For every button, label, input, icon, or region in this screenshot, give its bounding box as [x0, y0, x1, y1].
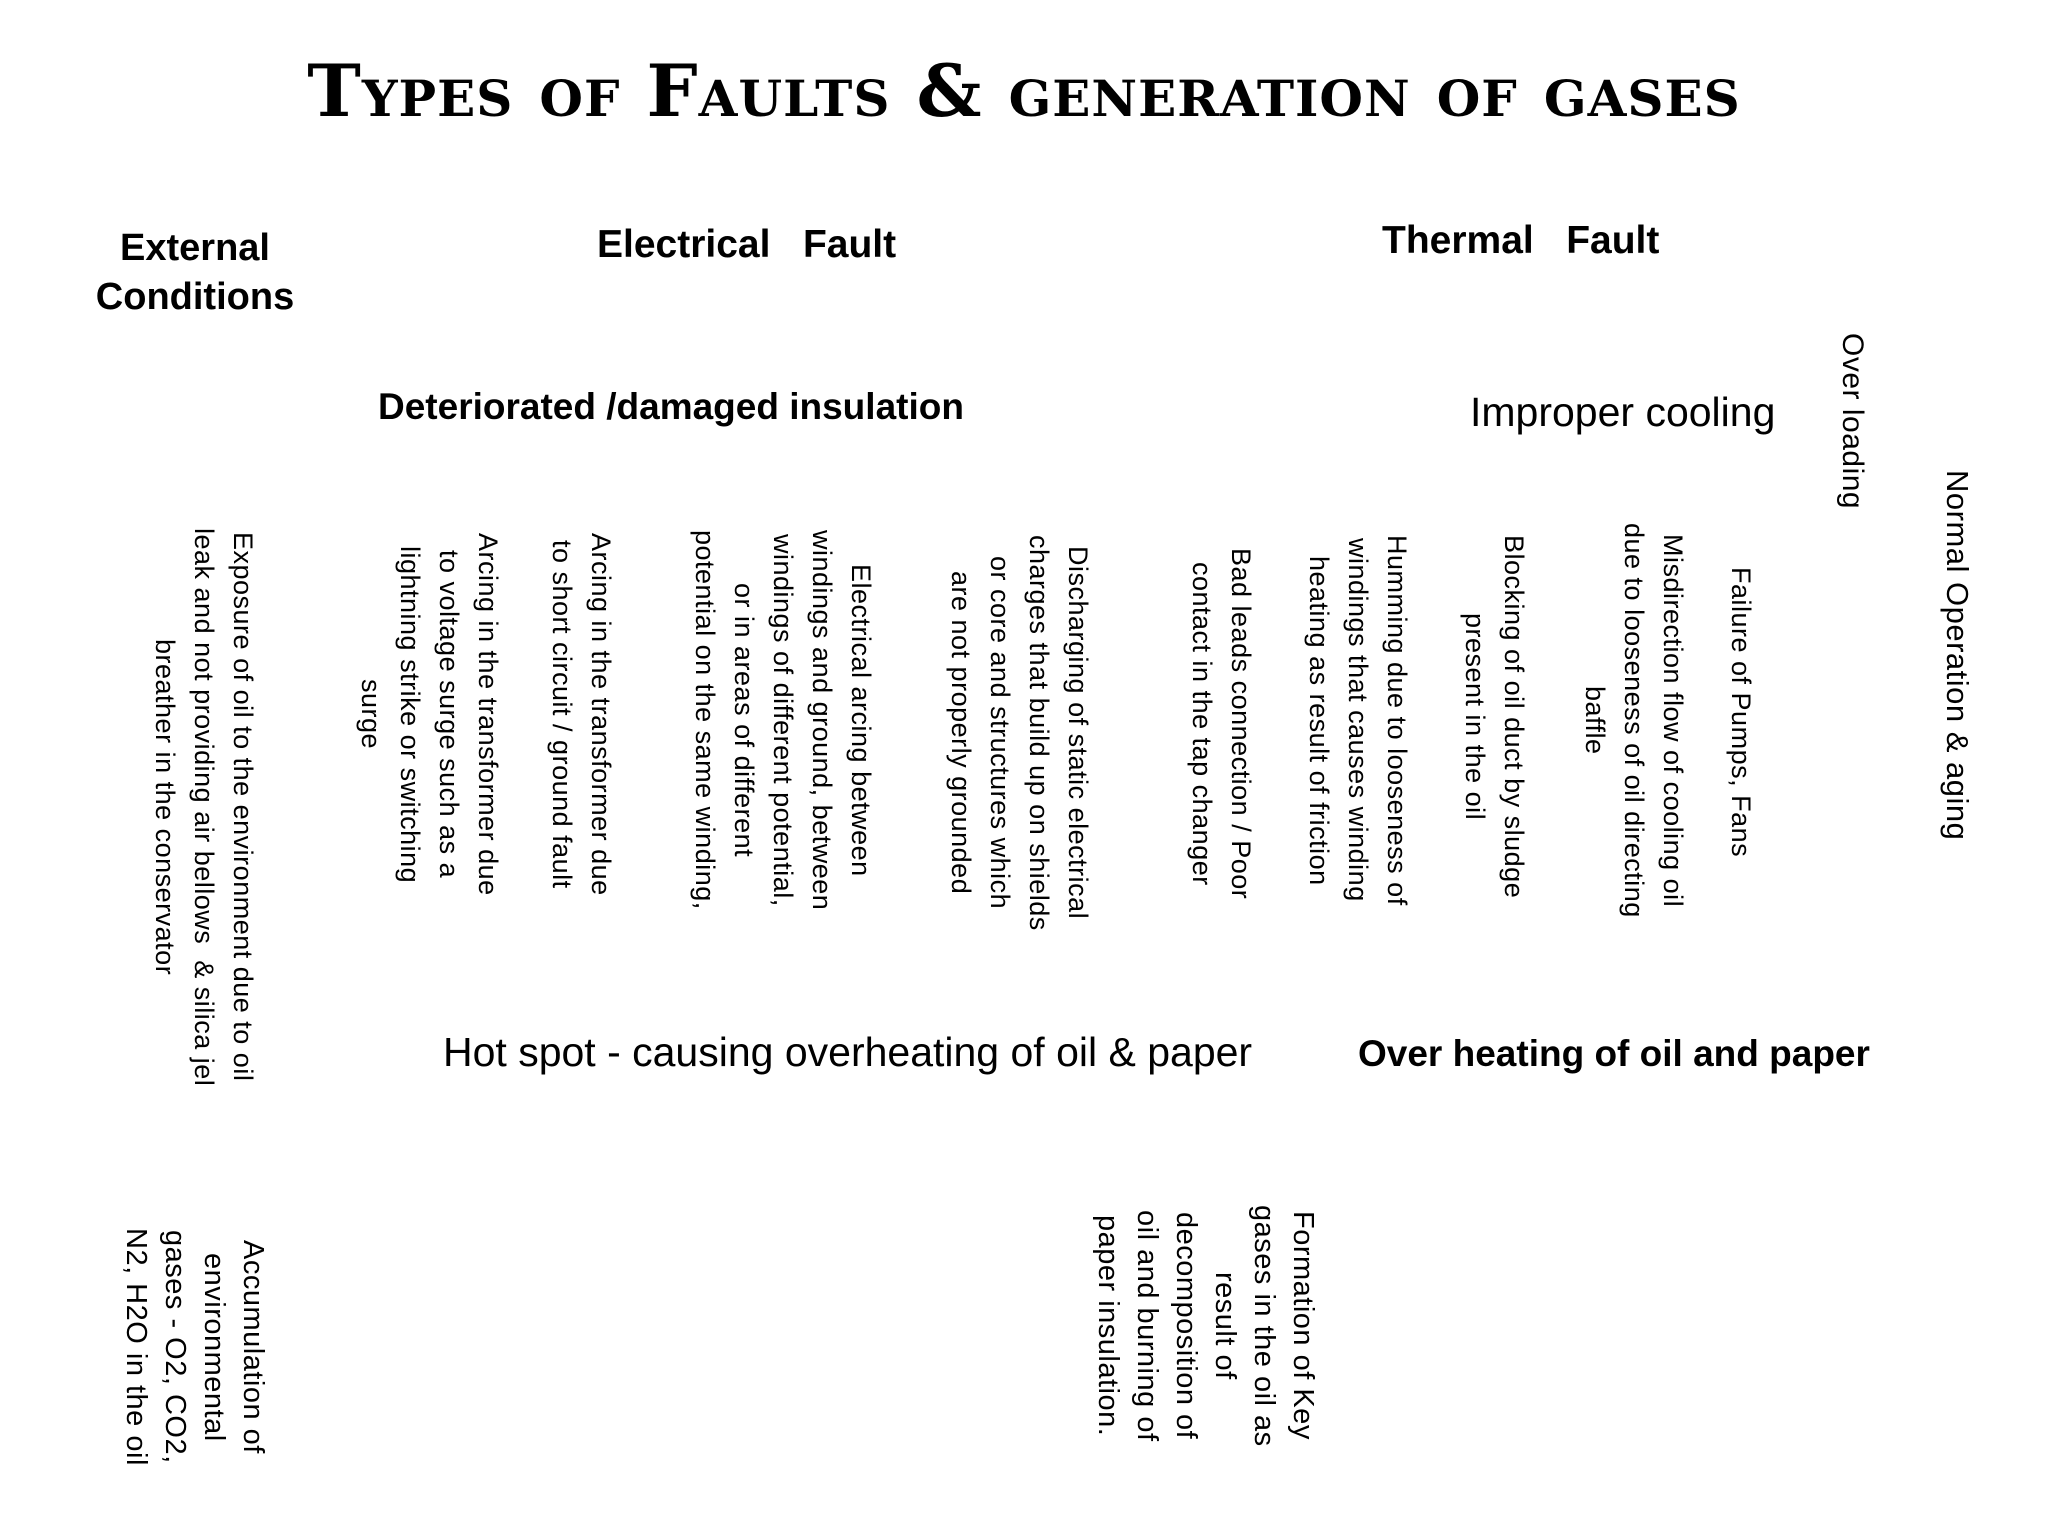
external-conditions-header: External Conditions — [95, 227, 295, 319]
cause-arcing-short-circuit: Arcing in the transformer due to short c… — [547, 533, 616, 896]
cause-normal-operation-aging: Normal Operation & aging — [1940, 470, 1975, 841]
cause-failure-pumps-fans: Failure of Pumps, Fans — [1726, 567, 1756, 858]
cause-electrical-arcing: Electrical arcing between windings and g… — [690, 530, 876, 911]
cause-exposure-of-oil: Exposure of oil to the environment due t… — [150, 528, 258, 1087]
over-heating-label: Over heating of oil and paper — [1358, 1033, 1870, 1074]
cause-blocking-oil-duct: Blocking of oil duct by sludge present i… — [1460, 535, 1529, 899]
cause-humming-looseness: Humming due to looseness of windings tha… — [1304, 535, 1412, 906]
cause-misdirection-flow: Misdirection flow of cooling oil due to … — [1580, 523, 1688, 918]
cause-discharging-static: Discharging of static electrical charges… — [946, 535, 1093, 931]
cause-bad-leads-connection: Bad leads connection / Poor contact in t… — [1187, 548, 1256, 900]
improper-cooling-subheader: Improper cooling — [1470, 389, 1776, 435]
outcome-accumulation-environmental-gases: Accumulation of environmental gases - O2… — [120, 1228, 269, 1466]
slide-title: Types of Faults & generation of gases — [307, 48, 1741, 133]
hot-spot-label: Hot spot - causing overheating of oil & … — [443, 1029, 1253, 1075]
cause-arcing-voltage-surge: Arcing in the transformer due to voltage… — [356, 533, 503, 896]
electrical-fault-header: Electrical Fault — [597, 223, 897, 266]
cause-over-loading: Over loading — [1836, 333, 1869, 510]
outcome-formation-key-gases: Formation of Key gases in the oil as res… — [1092, 1205, 1319, 1447]
thermal-fault-header: Thermal Fault — [1382, 219, 1660, 262]
deteriorated-insulation-subheader: Deteriorated /damaged insulation — [378, 386, 964, 427]
